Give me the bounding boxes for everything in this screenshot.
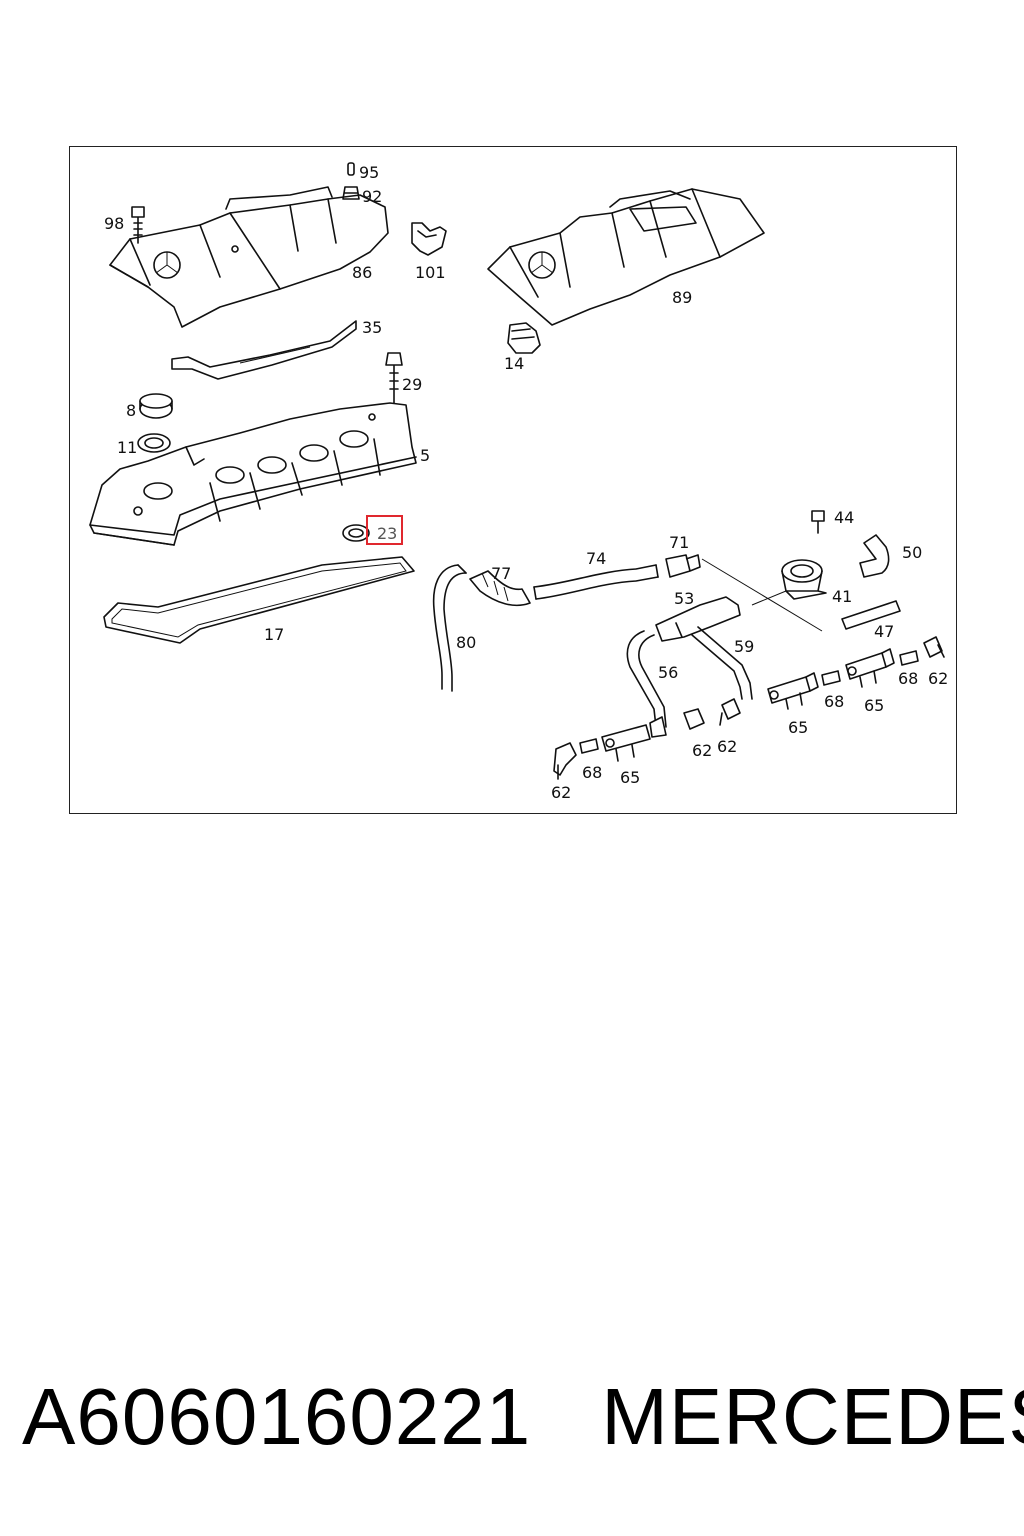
callout-5: 5	[420, 446, 430, 465]
callout-89: 89	[672, 288, 692, 307]
part-56-hose	[626, 630, 667, 728]
highlight-box-23	[366, 515, 403, 545]
part-50-elbow	[859, 534, 890, 578]
part-86-engine-cover	[109, 186, 389, 328]
part-35-strip	[171, 320, 357, 380]
part-101-clip	[411, 222, 447, 256]
callout-41: 41	[832, 587, 852, 606]
callout-65-c: 65	[620, 768, 640, 787]
callout-98: 98	[104, 214, 124, 233]
callout-74: 74	[586, 549, 606, 568]
part-59-hose	[691, 626, 753, 700]
callout-65-b: 65	[788, 718, 808, 737]
part-53-reducer	[655, 596, 741, 642]
part-65-tee-a	[601, 724, 651, 762]
part-5-valve-cover	[89, 402, 417, 546]
part-80-hose	[432, 564, 467, 692]
parts-diagram-frame: 95 92 98 86 101 89 35 14 29 8 11 5 23 44…	[69, 146, 957, 814]
callout-62-c: 62	[692, 741, 712, 760]
callout-62-d: 62	[551, 783, 571, 802]
part-44-bolt	[811, 510, 825, 534]
part-68-sleeve-c	[821, 670, 841, 686]
callout-44: 44	[834, 508, 854, 527]
part-95-plug	[347, 162, 355, 176]
callout-8: 8	[126, 401, 136, 420]
part-62-cap-a	[553, 742, 577, 780]
callout-14: 14	[504, 354, 524, 373]
part-29-bolt	[385, 352, 403, 404]
callout-95: 95	[359, 163, 379, 182]
part-62-cap-d	[923, 636, 945, 658]
callout-17: 17	[264, 625, 284, 644]
callout-62-b: 62	[717, 737, 737, 756]
callout-77: 77	[491, 564, 511, 583]
parts-diagram: 95 92 98 86 101 89 35 14 29 8 11 5 23 44…	[89, 162, 948, 802]
part-71-connector	[665, 554, 701, 578]
callout-53: 53	[674, 589, 694, 608]
part-89-engine-cover	[487, 188, 765, 326]
callout-62-a: 62	[928, 669, 948, 688]
part-65-tee-c	[767, 672, 819, 710]
part-caption: A6060160221 MERCEDES	[22, 1362, 1024, 1472]
callout-23: 23	[377, 524, 397, 543]
callout-68-b: 68	[824, 692, 844, 711]
part-98-bolt	[131, 206, 145, 244]
part-14-plug	[507, 322, 541, 354]
callout-50: 50	[902, 543, 922, 562]
callout-35: 35	[362, 318, 382, 337]
callout-11: 11	[117, 438, 137, 457]
callout-86: 86	[352, 263, 372, 282]
part-65-tee-a-stem	[649, 716, 667, 738]
callout-68-c: 68	[582, 763, 602, 782]
part-47-tube	[841, 600, 901, 630]
part-23-seal-washer	[342, 524, 370, 542]
part-74-tube	[533, 564, 659, 600]
callout-101: 101	[415, 263, 446, 282]
part-62-cap-c	[719, 698, 741, 726]
callout-47: 47	[874, 622, 894, 641]
callout-68-a: 68	[898, 669, 918, 688]
callout-29: 29	[402, 375, 422, 394]
part-92-grommet	[342, 186, 360, 200]
part-62-cap-b	[683, 708, 705, 730]
part-11-ring	[137, 433, 171, 453]
part-number: A6060160221	[22, 1372, 532, 1461]
part-77-elbow	[469, 570, 531, 607]
callout-65-a: 65	[864, 696, 884, 715]
part-8-cap	[139, 393, 173, 419]
part-41-valve	[781, 559, 827, 600]
part-17-gasket	[103, 556, 415, 644]
part-68-sleeve-d	[899, 650, 919, 666]
callout-56: 56	[658, 663, 678, 682]
brand-name: MERCEDES	[601, 1372, 1024, 1461]
part-68-sleeve-a	[579, 738, 599, 754]
part-65-tee-d	[845, 648, 895, 688]
callout-59: 59	[734, 637, 754, 656]
callout-80: 80	[456, 633, 476, 652]
callout-71: 71	[669, 533, 689, 552]
callout-92: 92	[362, 187, 382, 206]
